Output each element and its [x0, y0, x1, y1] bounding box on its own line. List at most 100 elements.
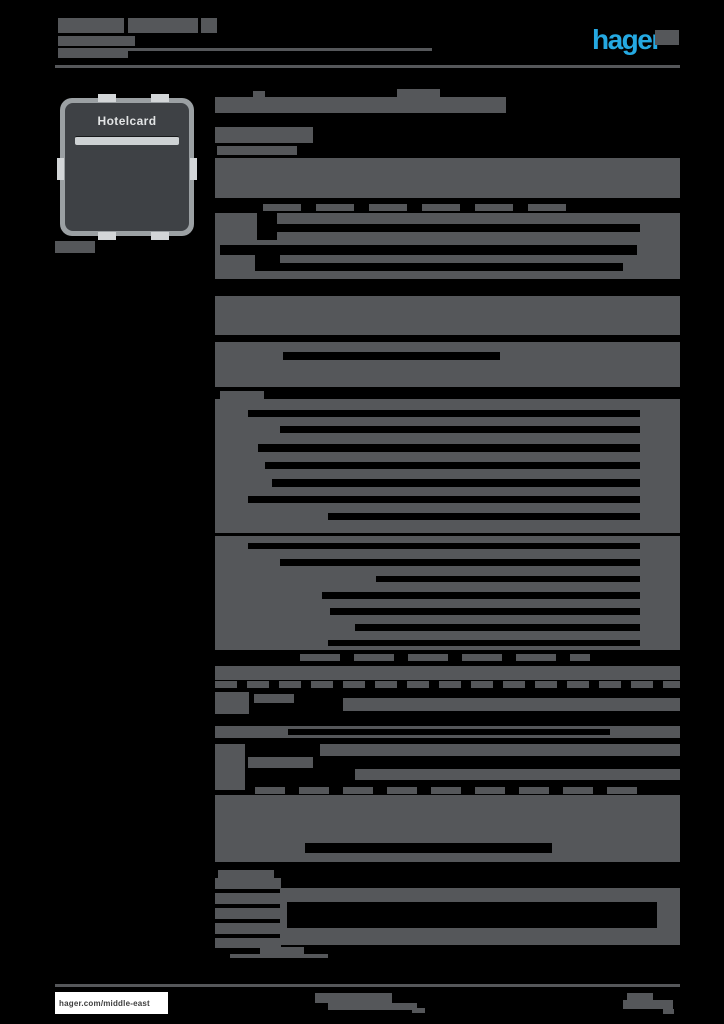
redacted-text-bar [215, 744, 245, 790]
redacted-text-bar [58, 36, 135, 46]
redaction-gap [272, 479, 640, 487]
redacted-text-dash [354, 654, 394, 661]
redacted-text-dash [343, 787, 373, 794]
redacted-text-dash [279, 681, 301, 688]
redacted-text-bar [215, 342, 680, 387]
redaction-gap [280, 559, 640, 566]
redacted-text-dash [567, 681, 589, 688]
hager-logo: hager [592, 24, 662, 55]
redaction-gap [322, 592, 640, 599]
redacted-text-bar [55, 241, 95, 253]
redaction-gap [283, 352, 500, 360]
redacted-text-dash [369, 204, 407, 211]
redacted-text-bar [253, 91, 265, 97]
product-label: Hotelcard [97, 114, 157, 128]
footer-website-box[interactable]: hager.com/middle-east [55, 992, 168, 1014]
redacted-text-bar [217, 146, 297, 155]
redaction-gap [328, 640, 640, 646]
redacted-text-bar [215, 893, 281, 904]
footer-website-text: hager.com/middle-east [59, 998, 150, 1008]
redaction-gap [248, 543, 640, 549]
redaction-gap [280, 263, 623, 271]
redacted-text-dash [299, 787, 329, 794]
redacted-text-bar [663, 1009, 674, 1014]
redacted-text-bar [320, 744, 680, 756]
redacted-text-dash [422, 204, 460, 211]
redaction-gap [220, 245, 637, 255]
redacted-text-dash [247, 681, 269, 688]
card-slot [75, 136, 179, 145]
redacted-text-bar [623, 1000, 673, 1009]
redacted-text-bar [58, 48, 128, 58]
redacted-text-bar [215, 938, 281, 948]
redacted-text-bar [260, 947, 304, 955]
redacted-text-dash [471, 681, 493, 688]
redacted-text-dash [407, 681, 429, 688]
redacted-text-bar [655, 30, 679, 45]
redacted-text-bar [397, 89, 440, 97]
redacted-text-bar [315, 993, 392, 1003]
device-claw [190, 158, 197, 180]
redacted-text-dash [311, 681, 333, 688]
redaction-gap [288, 729, 610, 735]
redacted-text-bar [248, 757, 313, 768]
redacted-text-bar [215, 666, 680, 680]
redaction-gap [265, 462, 640, 469]
redacted-text-bar [215, 97, 506, 113]
redacted-text-dash [255, 787, 285, 794]
redacted-text-dash [431, 787, 461, 794]
redacted-text-dash [316, 204, 354, 211]
redacted-text-dash [408, 654, 448, 661]
redacted-text-bar [215, 923, 281, 934]
redaction-gap [248, 496, 640, 503]
redacted-text-dash [663, 681, 680, 688]
redacted-text-dash [263, 204, 301, 211]
redacted-text-bar [627, 993, 653, 1001]
redacted-text-bar [127, 48, 432, 51]
device-claw [57, 158, 64, 180]
redacted-text-bar [58, 18, 124, 33]
redacted-text-bar [328, 1003, 417, 1010]
redacted-text-bar [412, 1008, 425, 1013]
redacted-text-bar [215, 908, 281, 919]
redacted-text-dash [528, 204, 566, 211]
redaction-gap [257, 213, 277, 240]
redaction-gap [287, 902, 657, 928]
redacted-text-dash [519, 787, 549, 794]
redacted-text-dash [570, 654, 590, 661]
redacted-text-dash [300, 654, 340, 661]
redacted-text-bar [128, 18, 198, 33]
footer-rule [55, 984, 680, 987]
redacted-text-bar [215, 692, 249, 714]
device-claw [151, 94, 169, 102]
redaction-gap [305, 843, 552, 853]
redaction-gap [376, 576, 640, 582]
redacted-text-dash [516, 654, 556, 661]
redacted-text-dash [462, 654, 502, 661]
redaction-gap [280, 426, 640, 433]
redacted-text-bar [215, 127, 313, 143]
redacted-text-bar [215, 158, 680, 198]
redaction-gap [330, 608, 640, 615]
redacted-text-dash [631, 681, 653, 688]
redaction-gap [355, 624, 640, 631]
device-face: Hotelcard [65, 103, 189, 231]
redaction-gap [248, 410, 640, 417]
redacted-text-dash [343, 681, 365, 688]
redacted-text-bar [254, 694, 294, 703]
redacted-text-bar [230, 954, 328, 958]
redacted-text-dash [475, 787, 505, 794]
redacted-text-dash [503, 681, 525, 688]
device-claw [98, 232, 116, 240]
device-claw [98, 94, 116, 102]
redacted-text-dash [607, 787, 637, 794]
redacted-text-bar [215, 296, 680, 335]
redacted-text-dash [215, 681, 237, 688]
redacted-text-dash [387, 787, 417, 794]
redacted-text-dash [563, 787, 593, 794]
redacted-text-dash [599, 681, 621, 688]
redacted-text-bar [215, 878, 281, 889]
header-rule [55, 65, 680, 68]
redacted-text-bar [201, 18, 217, 33]
